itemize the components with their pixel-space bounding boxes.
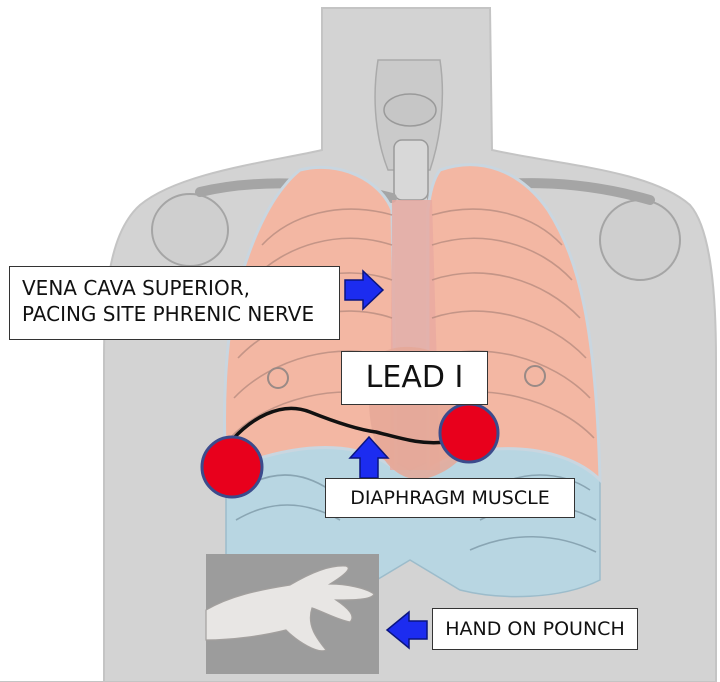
right-electrode: [200, 435, 264, 499]
lead-label: LEAD I: [341, 351, 488, 405]
right-shoulder-joint: [599, 199, 681, 281]
hand-arrow-icon: [385, 610, 428, 650]
left-electrode: [438, 402, 500, 464]
diaphragm-label: DIAPHRAGM MUSCLE: [325, 478, 575, 518]
thyroid: [383, 93, 437, 127]
vena-cava-label: VENA CAVA SUPERIOR, PACING SITE PHRENIC …: [9, 266, 340, 340]
vena-cava-label-line2: PACING SITE PHRENIC NERVE: [22, 302, 315, 326]
left-nipple: [267, 367, 289, 389]
right-nipple: [524, 365, 546, 387]
hand-label: HAND ON POUNCH: [432, 608, 638, 650]
trachea: [393, 139, 429, 201]
left-shoulder-joint: [151, 193, 229, 267]
vena-cava-label-line1: VENA CAVA SUPERIOR,: [22, 276, 250, 300]
hand-shape: [205, 565, 375, 652]
vena-cava-arrow-icon: [344, 269, 385, 311]
diaphragm-arrow-icon: [348, 435, 390, 479]
lead-wire: [230, 406, 447, 445]
